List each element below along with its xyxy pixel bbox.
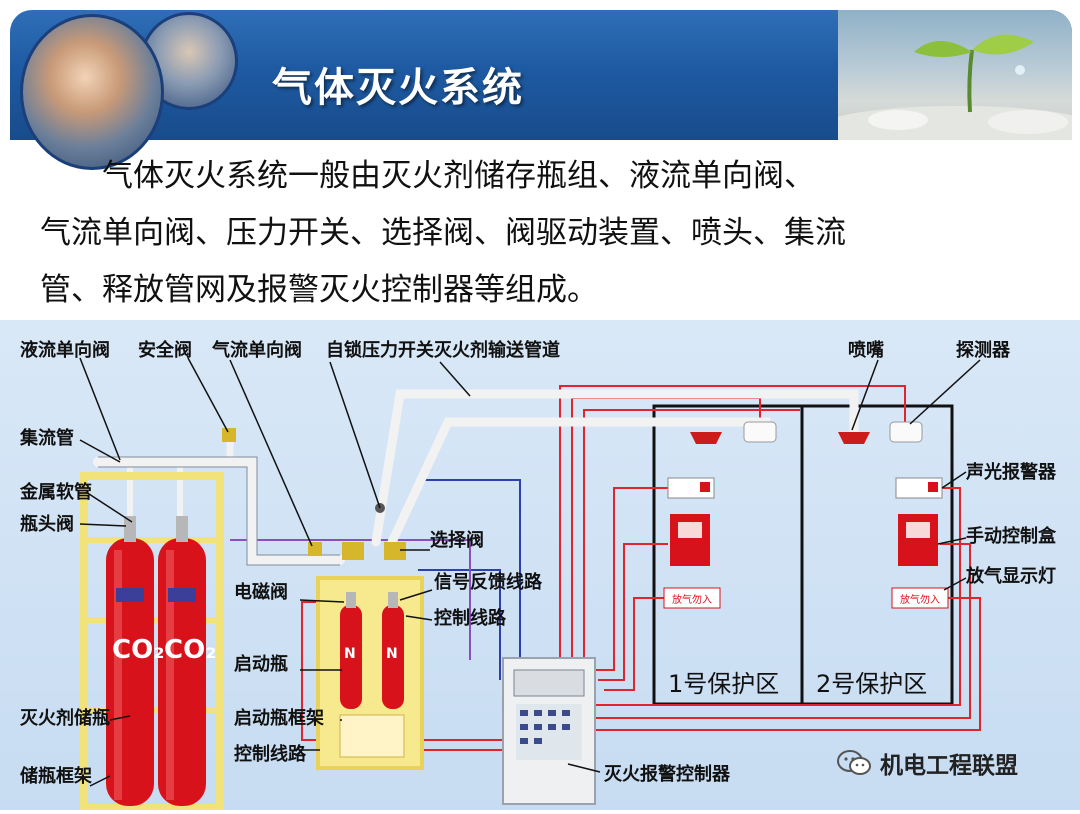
detector-zone1-icon (743, 421, 777, 443)
intro-paragraph: 气体灭火系统一般由灭火剂储存瓶组、液流单向阀、 气流单向阀、压力开关、选择阀、阀… (40, 148, 1040, 319)
co2-bottle-left (106, 516, 154, 806)
label-selector-valve: 选择阀 (430, 529, 484, 551)
leader-lines (79, 357, 981, 787)
safety-valve-icon (222, 428, 236, 442)
label-signal-feedback-line: 信号反馈线路 (434, 571, 543, 593)
sound-light-alarm-zone2-icon (895, 477, 943, 499)
sprout-photo (838, 10, 1072, 140)
gas-release-lamp-zone2: 放气勿入 (891, 587, 949, 609)
bottle-tag-right (168, 588, 196, 602)
label-nozzle: 喷嘴 (848, 340, 884, 361)
intro-line-3: 管、释放管网及报警灭火控制器等组成。 (40, 272, 598, 308)
intro-line-1: 气体灭火系统一般由灭火剂储存瓶组、液流单向阀、 (102, 158, 815, 194)
label-gas-release-lamp: 放气显示灯 (965, 565, 1056, 587)
label-controller: 灭火报警控制器 (603, 763, 731, 785)
businessman-photo (20, 14, 164, 170)
label-control-line-1: 控制线路 (434, 607, 507, 629)
label-pressure-switch: 自锁压力开关 (326, 339, 434, 361)
start-bottle-frame (316, 576, 424, 770)
nozzle-zone1-icon (690, 432, 722, 444)
svg-text:放气勿入: 放气勿入 (900, 593, 940, 606)
diagram-canvas: CO₂ CO₂ N N 放气勿入 (19, 339, 1057, 812)
label-liquid-check-valve: 液流单向阀 (20, 339, 110, 361)
label-start-bottle: 启动瓶 (234, 653, 288, 675)
intro-line-2: 气流单向阀、压力开关、选择阀、阀驱动装置、喷头、集流 (40, 215, 846, 251)
label-safety-valve: 安全阀 (138, 339, 192, 361)
label-delivery-pipe: 灭火剂输送管道 (433, 339, 560, 361)
bottle-tag-left (116, 588, 144, 602)
label-zone1: 1号保护区 (668, 670, 779, 698)
pipe-outlines (98, 456, 340, 566)
label-detector: 探测器 (956, 339, 1011, 361)
watermark: 机电工程联盟 (836, 746, 1018, 780)
label-sound-light-alarm: 声光报警器 (965, 461, 1057, 483)
label-agent-storage-bottle: 灭火剂储瓶 (19, 707, 110, 729)
slide-header: 气体灭火系统 (0, 0, 1080, 170)
n2-label-left: N (344, 646, 356, 662)
selector-valve-1-icon (342, 542, 364, 560)
system-diagram: CO₂ CO₂ N N 放气勿入 (0, 320, 1080, 812)
controller-cabinet (502, 657, 596, 805)
label-start-bottle-frame: 启动瓶框架 (234, 707, 324, 729)
svg-text:放气勿入: 放气勿入 (672, 593, 712, 606)
co2-label-right: CO₂ (164, 635, 217, 665)
manual-control-box-zone2-icon (898, 514, 938, 566)
slide-title: 气体灭火系统 (272, 65, 524, 111)
selector-valve-2-icon (384, 542, 406, 560)
label-bottle-valve: 瓶头阀 (20, 513, 74, 535)
label-manifold: 集流管 (19, 427, 74, 449)
sprout-icon (838, 34, 1072, 140)
sound-light-alarm-zone1-icon (667, 477, 715, 499)
watermark-text: 机电工程联盟 (880, 753, 1018, 779)
detector-zone2-icon (889, 421, 923, 443)
co2-bottle-right (158, 516, 206, 806)
label-solenoid-valve: 电磁阀 (234, 581, 288, 603)
gas-release-lamp-zone1: 放气勿入 (663, 587, 721, 609)
n2-label-right: N (386, 646, 398, 662)
label-bottle-frame: 储瓶框架 (19, 765, 92, 787)
manual-control-box-zone1-icon (670, 514, 710, 566)
label-gas-check-valve: 气流单向阀 (211, 339, 302, 361)
label-metal-hose: 金属软管 (19, 481, 92, 503)
wechat-icon (837, 750, 871, 775)
label-zone2: 2号保护区 (816, 670, 927, 698)
label-control-line-2: 控制线路 (234, 743, 307, 765)
nozzle-zone2-icon (838, 432, 870, 444)
check-valve-icon (308, 542, 322, 556)
label-manual-control-box: 手动控制盒 (966, 525, 1057, 547)
co2-label-left: CO₂ (112, 635, 165, 665)
